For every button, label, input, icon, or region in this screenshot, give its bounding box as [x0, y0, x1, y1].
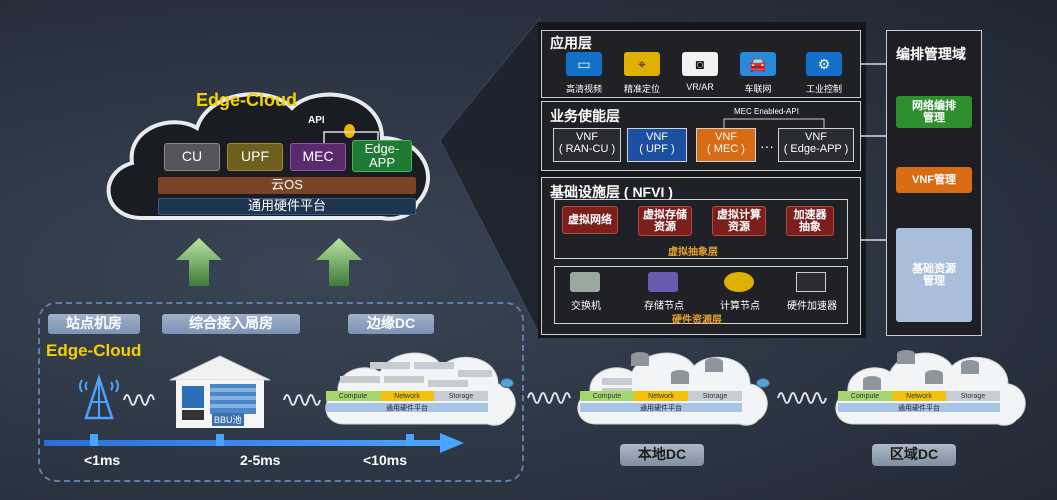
- virtual-storage-box: 虚拟存储 资源: [638, 206, 692, 236]
- network-segment: Network: [892, 391, 946, 401]
- edge-dc-platform-bar: 通用硬件平台: [326, 403, 488, 412]
- hardware-layer-label: 硬件资源层: [672, 315, 722, 326]
- compute-segment: Compute: [838, 391, 892, 401]
- car-icon: 🚘: [740, 52, 776, 76]
- hw-label-switch: 交换机: [571, 301, 601, 312]
- app-label-vr: VR/AR: [686, 82, 714, 92]
- edge-cloud-label: Edge-Cloud: [46, 341, 142, 360]
- vnf-sub: ( MEC ): [707, 143, 745, 155]
- api-bracket: [723, 118, 825, 128]
- storage-segment: Storage: [946, 391, 1000, 401]
- virtual-network-box: 虚拟网络: [562, 206, 618, 234]
- local-dc-resource-bar: Compute Network Storage: [580, 391, 742, 401]
- vnf-ran-cu: VNF ( RAN-CU ): [553, 128, 621, 162]
- label-edge-dc: 边缘DC: [348, 314, 434, 334]
- vnf-sub: ( UPF ): [639, 143, 675, 155]
- mgmt-infra-resource: 基础资源 管理: [896, 228, 972, 322]
- app-label-gear: 工业控制: [805, 84, 842, 94]
- location-icon: ⌖: [624, 52, 660, 76]
- api-connector-icon: [344, 124, 355, 138]
- mgmt-network-orchestration: 网络编排 管理: [896, 96, 972, 128]
- edge-area-frame: [38, 302, 524, 482]
- local-dc-platform-bar: 通用硬件平台: [580, 403, 742, 412]
- latency-1: <1ms: [84, 452, 121, 468]
- regional-dc-cloud-shape: [835, 350, 1026, 426]
- vnf-edge-app: VNF ( Edge-APP ): [778, 128, 854, 162]
- vnf-upf: VNF ( UPF ): [627, 128, 687, 162]
- switch-icon: [570, 272, 600, 292]
- app-layer-title: 应用层: [550, 35, 592, 51]
- mgmt-title: 编排管理域: [896, 46, 966, 62]
- latency-timeline: [44, 433, 464, 453]
- service-layer-title: 业务使能层: [550, 108, 620, 124]
- up-arrow-icon: [176, 238, 222, 286]
- module-cu: CU: [164, 143, 220, 171]
- hw-label-storage: 存储节点: [644, 301, 684, 312]
- edge-dc-cloud-shape: [325, 352, 516, 426]
- hw-label-compute: 计算节点: [720, 301, 760, 312]
- local-dc-label: 本地DC: [620, 444, 704, 466]
- gear-icon: ⚙: [806, 52, 842, 76]
- storage-node-icon: [648, 272, 678, 292]
- infra-layer-panel: [541, 177, 861, 335]
- compute-segment: Compute: [580, 391, 634, 401]
- app-label-video: 高清视频: [565, 84, 602, 94]
- regional-dc-resource-bar: Compute Network Storage: [838, 391, 1000, 401]
- latency-3: <10ms: [363, 452, 407, 468]
- hardware-accelerator-icon: [796, 272, 826, 292]
- network-segment: Network: [380, 391, 434, 401]
- network-segment: Network: [634, 391, 688, 401]
- virtual-compute-box: 虚拟计算 资源: [712, 206, 766, 236]
- mgmt-connectors: [860, 63, 886, 241]
- vnf-mec: VNF ( MEC ): [696, 128, 756, 162]
- vnf-name: VNF: [646, 131, 668, 143]
- up-arrow-icon: [316, 238, 362, 286]
- vnf-name: VNF: [576, 131, 598, 143]
- regional-dc-platform-bar: 通用硬件平台: [838, 403, 1000, 412]
- cloud-hw-bar: 通用硬件平台: [158, 198, 416, 215]
- antenna-tower-icon: [79, 373, 119, 420]
- storage-segment: Storage: [434, 391, 488, 401]
- local-dc-cloud-shape: [577, 352, 768, 426]
- accelerator-abstract-box: 加速器 抽象: [786, 206, 834, 236]
- cloud-api-label: API: [308, 115, 325, 126]
- cloud-os-bar: 云OS: [158, 177, 416, 194]
- latency-2: 2-5ms: [240, 452, 281, 468]
- compute-node-icon: [724, 272, 754, 292]
- vnf-name: VNF: [715, 131, 737, 143]
- bbu-label: BBU池: [212, 413, 244, 426]
- infra-layer-title: 基础设施层 ( NFVI ): [550, 184, 673, 200]
- hardware-layer-frame: [554, 266, 848, 324]
- router-icon: [756, 378, 770, 388]
- video-icon: ▭: [566, 52, 602, 76]
- bbu-building-icon: [169, 355, 271, 428]
- hw-label-accelerator: 硬件加速器: [787, 301, 837, 312]
- storage-segment: Storage: [688, 391, 742, 401]
- router-icon: [500, 378, 514, 388]
- edge-dc-resource-bar: Compute Network Storage: [326, 391, 488, 401]
- compute-segment: Compute: [326, 391, 380, 401]
- mec-api-label: MEC Enabled-API: [734, 107, 799, 116]
- label-access-room: 综合接入局房: [162, 314, 300, 334]
- mgmt-vnf: VNF管理: [896, 167, 972, 193]
- module-upf: UPF: [227, 143, 283, 171]
- module-edge-app: Edge- APP: [352, 140, 412, 172]
- vnf-dots: ···: [760, 138, 774, 154]
- regional-dc-label: 区域DC: [872, 444, 956, 466]
- app-label-location: 精准定位: [623, 84, 660, 94]
- label-station-room: 站点机房: [48, 314, 140, 334]
- vnf-sub: ( RAN-CU ): [558, 143, 616, 155]
- module-mec: MEC: [290, 143, 346, 171]
- vr-icon: ◙: [682, 52, 718, 76]
- virtual-layer-frame: [554, 199, 848, 259]
- cloud-title: Edge-Cloud: [196, 90, 297, 110]
- vnf-name: VNF: [805, 131, 827, 143]
- vnf-sub: ( Edge-APP ): [783, 143, 849, 155]
- virtual-layer-label: 虚拟抽象层: [668, 247, 718, 258]
- api-bracket: [323, 131, 379, 144]
- app-label-car: 车联网: [744, 84, 772, 94]
